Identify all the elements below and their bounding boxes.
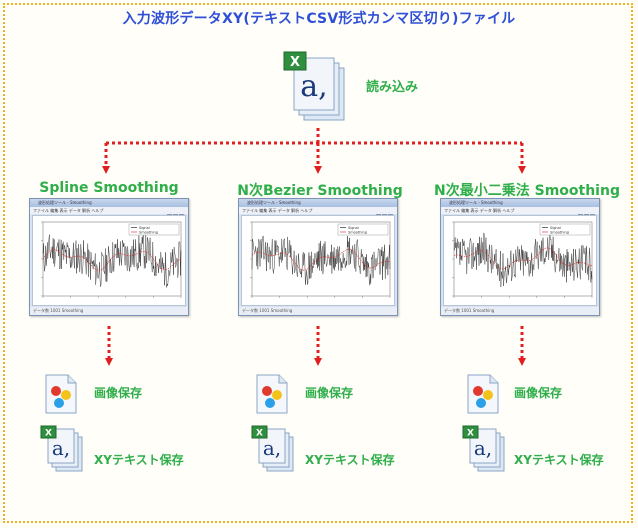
legend-signal-label: Signal	[348, 226, 359, 230]
svg-text:a,: a,	[300, 69, 327, 104]
image-file-icon	[466, 373, 500, 419]
method-label-spline: Spline Smoothing	[39, 180, 179, 196]
window-buttons	[577, 200, 597, 215]
app-window-spline: 波形処理ツール - Smoothing ファイル 編集 表示 データ 解析 ヘル…	[29, 198, 189, 316]
legend-box	[337, 223, 389, 236]
legend-box	[128, 223, 180, 236]
window-statusbar: データ数 1001 Smoothing	[441, 307, 599, 315]
svg-text:X: X	[290, 55, 300, 70]
image-file-icon	[255, 373, 289, 419]
text-file-icon: a, X	[251, 425, 297, 479]
image-save-label: 画像保存	[305, 386, 354, 400]
legend-smooth-label: Smoothing	[139, 231, 158, 235]
window-buttons	[166, 200, 186, 215]
window-titlebar: 波形処理ツール - Smoothing	[239, 199, 397, 207]
signal-line	[251, 235, 391, 286]
legend-signal-label: Signal	[550, 226, 561, 230]
text-save-label: XYテキスト保存	[514, 453, 604, 467]
svg-text:X: X	[45, 429, 52, 439]
legend-smooth-label: Smoothing	[348, 231, 367, 235]
page-title: 入力波形データXY(テキストCSV形式カンマ区切り)ファイル	[122, 11, 516, 27]
image-save-label: 画像保存	[94, 386, 143, 400]
window-titlebar: 波形処理ツール - Smoothing	[441, 199, 599, 207]
svg-text:X: X	[467, 429, 474, 439]
svg-text:a,: a,	[263, 436, 281, 460]
window-menubar: ファイル 編集 表示 データ 解析 ヘルプ	[441, 207, 599, 214]
text-save-label: XYテキスト保存	[305, 453, 395, 467]
legend-box	[539, 223, 591, 236]
window-menubar: ファイル 編集 表示 データ 解析 ヘルプ	[30, 207, 188, 214]
app-window-bezier: 波形処理ツール - Smoothing ファイル 編集 表示 データ 解析 ヘル…	[238, 198, 398, 316]
svg-text:a,: a,	[52, 436, 70, 460]
window-statusbar: データ数 1001 Smoothing	[30, 307, 188, 315]
method-label-bezier: N次Bezier Smoothing	[237, 183, 403, 199]
svg-text:X: X	[256, 429, 263, 439]
window-titlebar: 波形処理ツール - Smoothing	[30, 199, 188, 207]
text-file-icon: a, X	[462, 425, 508, 479]
legend-smooth-label: Smoothing	[550, 231, 569, 235]
svg-text:a,: a,	[474, 436, 492, 460]
image-file-icon	[44, 373, 78, 419]
signal-line	[42, 233, 182, 288]
text-file-icon: a, X	[282, 50, 350, 130]
smoothing-line	[251, 248, 391, 271]
legend-signal-label: Signal	[139, 226, 150, 230]
smoothing-line	[42, 249, 182, 271]
image-save-label: 画像保存	[514, 386, 563, 400]
signal-line	[453, 232, 593, 288]
read-label: 読み込み	[366, 80, 419, 95]
app-window-least-squares: 波形処理ツール - Smoothing ファイル 編集 表示 データ 解析 ヘル…	[440, 198, 600, 316]
text-save-label: XYテキスト保存	[94, 453, 184, 467]
window-buttons	[375, 200, 395, 215]
window-statusbar: データ数 1001 Smoothing	[239, 307, 397, 315]
text-file-icon: a, X	[40, 425, 86, 479]
method-label-least-squares: N次最小二乗法 Smoothing	[434, 183, 620, 199]
window-menubar: ファイル 編集 表示 データ 解析 ヘルプ	[239, 207, 397, 214]
